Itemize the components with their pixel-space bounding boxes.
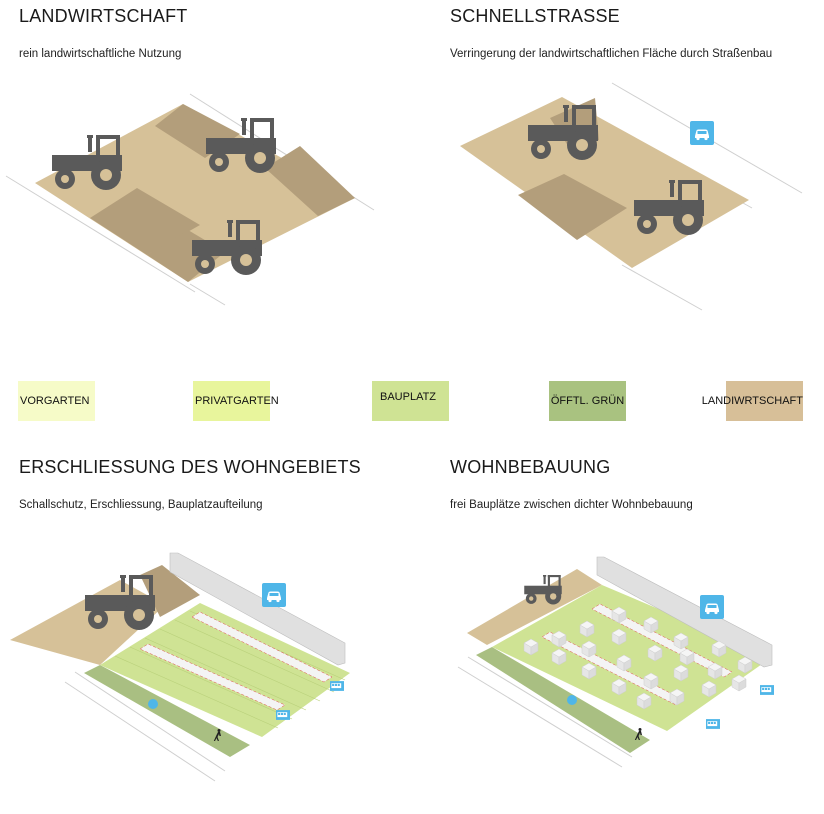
house-roof bbox=[643, 672, 659, 682]
panel-title-wohnbebauung: WOHNBEBAUUNG bbox=[450, 457, 611, 477]
panel-subtitle-landwirtschaft: rein landwirtschaftliche Nutzung bbox=[19, 48, 182, 60]
legend-label: ÖFFTL. GRÜN bbox=[550, 395, 625, 407]
house-roof bbox=[647, 644, 663, 654]
house-roof bbox=[673, 664, 689, 674]
field-base bbox=[35, 104, 355, 282]
bus-sign-icon bbox=[706, 719, 720, 729]
house-roof bbox=[581, 640, 597, 650]
house-roof bbox=[523, 638, 539, 648]
house-roof bbox=[731, 674, 747, 684]
legend-label: PRIVATGARTEN bbox=[195, 395, 279, 407]
field-dark-middle bbox=[518, 174, 627, 240]
access-road bbox=[139, 643, 286, 711]
house-roof bbox=[579, 620, 595, 630]
legend-oeffentl-gruen: ÖFFTL. GRÜN bbox=[549, 381, 626, 421]
wall bbox=[169, 552, 346, 666]
bike-sign-icon bbox=[567, 695, 577, 705]
green-strip bbox=[84, 665, 250, 757]
bauplatz-area bbox=[492, 585, 772, 731]
house-roof bbox=[611, 606, 627, 616]
bus-sign-icon bbox=[330, 681, 344, 691]
bike-sign-icon bbox=[148, 699, 158, 709]
houses-group bbox=[523, 606, 753, 710]
diagram-wohnbebauung bbox=[457, 556, 774, 768]
field-dark-middle bbox=[90, 188, 200, 255]
house-roof bbox=[581, 662, 597, 672]
house-roof bbox=[616, 654, 632, 664]
house-roof bbox=[611, 628, 627, 638]
legend-bauplatz: BAUPLATZ bbox=[372, 381, 449, 421]
house-roof bbox=[673, 632, 689, 642]
panel-title-schnellstrasse: SCHNELLSTRASSE bbox=[450, 6, 620, 26]
house-roof bbox=[551, 648, 567, 658]
panel-title-landwirtschaft: LANDWIRTSCHAFT bbox=[19, 6, 188, 26]
panel-title-erschliessung: ERSCHLIESSUNG DES WOHNGEBIETS bbox=[19, 457, 361, 477]
field-base bbox=[467, 569, 602, 645]
panel-subtitle-wohnbebauung: frei Bauplätze zwischen dichter Wohnbeba… bbox=[450, 499, 693, 511]
house-roof bbox=[551, 630, 567, 640]
legend-label: VORGARTEN bbox=[20, 395, 90, 407]
house-roof bbox=[707, 662, 723, 672]
bus-sign-icon bbox=[760, 685, 774, 695]
car-sign-icon bbox=[262, 583, 286, 607]
legend-landwirtschaft: LANDIWRTSCHAFT bbox=[702, 381, 803, 421]
diagram-erschliessung bbox=[10, 552, 350, 782]
house-roof bbox=[611, 678, 627, 688]
house-roof bbox=[679, 648, 695, 658]
panel-subtitle-schnellstrasse: Verringerung der landwirtschaftlichen Fl… bbox=[450, 48, 773, 60]
field-dark-right bbox=[265, 146, 355, 216]
house-roof bbox=[711, 640, 727, 650]
access-road bbox=[191, 611, 333, 683]
wall bbox=[596, 556, 773, 668]
house-roof bbox=[737, 656, 753, 666]
house-roof bbox=[643, 616, 659, 626]
legend-privatgarten: PRIVATGARTEN bbox=[193, 381, 279, 421]
house-roof bbox=[701, 680, 717, 690]
house-roof bbox=[669, 688, 685, 698]
house-roof bbox=[636, 692, 652, 702]
legend-label: BAUPLATZ bbox=[380, 391, 437, 403]
car-sign-icon bbox=[700, 595, 724, 619]
diagram-schnellstrasse bbox=[460, 82, 803, 311]
green-strip bbox=[476, 647, 650, 753]
legend-vorgarten: VORGARTEN bbox=[18, 381, 95, 421]
legend-label: LANDIWRTSCHAFT bbox=[701, 395, 803, 407]
diagram-landwirtschaft bbox=[5, 93, 375, 306]
panel-subtitle-erschliessung: Schallschutz, Erschliessung, Bauplatzauf… bbox=[19, 499, 263, 511]
bauplatz-area bbox=[100, 603, 350, 737]
car-sign-icon bbox=[690, 121, 714, 145]
field-dark bbox=[140, 565, 200, 617]
bus-sign-icon bbox=[276, 710, 290, 720]
